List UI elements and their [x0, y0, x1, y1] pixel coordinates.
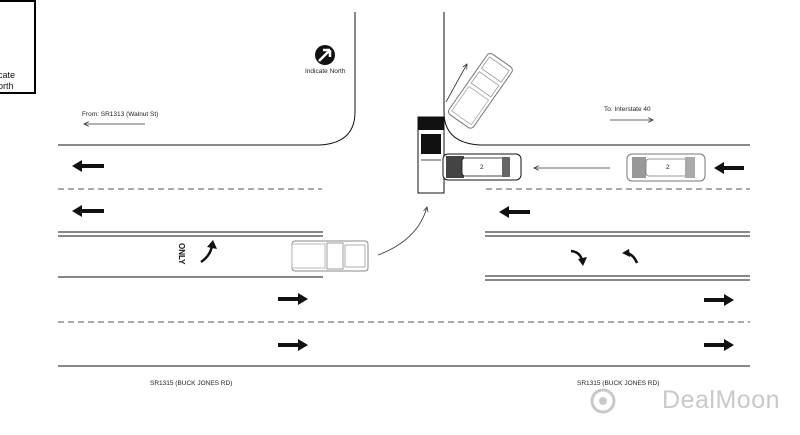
north-arrow-icon [315, 45, 335, 65]
vehicle-pickup-pushed [447, 52, 513, 129]
side-road-left-curb [58, 12, 356, 146]
from-label: From: SR1313 (Walnut St) [82, 111, 159, 118]
vehicle-pickup-turning [291, 240, 369, 272]
left-turn-arrow-only-lane [200, 245, 214, 264]
vehicle-path-3 [445, 64, 467, 103]
vehicle-number-2: 2 [666, 164, 670, 171]
dealmoon-logo-icon [590, 388, 616, 414]
vehicle-path-2 [377, 207, 427, 256]
median-line-right [485, 231, 750, 237]
vehicle-car-2-eastside [626, 153, 706, 182]
watermark-text: DealMoon [662, 386, 780, 414]
legend-text-1: cate [0, 70, 16, 80]
legend-box: cate orth [0, 0, 36, 94]
turn-arrows [200, 240, 639, 266]
road-label-left: SR1315 (BUCK JONES RD) [150, 380, 233, 387]
vehicle-truck-black [417, 116, 445, 194]
lane-arrows [72, 160, 744, 351]
side-road-right-curb [443, 12, 750, 146]
median-line-right-lower [485, 275, 750, 281]
median-line-left [58, 231, 323, 237]
compass-label: Indicate North [305, 68, 346, 75]
only-lane-marking: ONLY [177, 243, 186, 265]
legend-text-2: orth [0, 81, 14, 91]
road-label-right: SR1315 (BUCK JONES RD) [577, 380, 660, 387]
vehicle-car-2-collision [442, 153, 522, 181]
to-label: To: Interstate 40 [604, 106, 651, 113]
vehicle-number-1: 2 [480, 164, 484, 171]
